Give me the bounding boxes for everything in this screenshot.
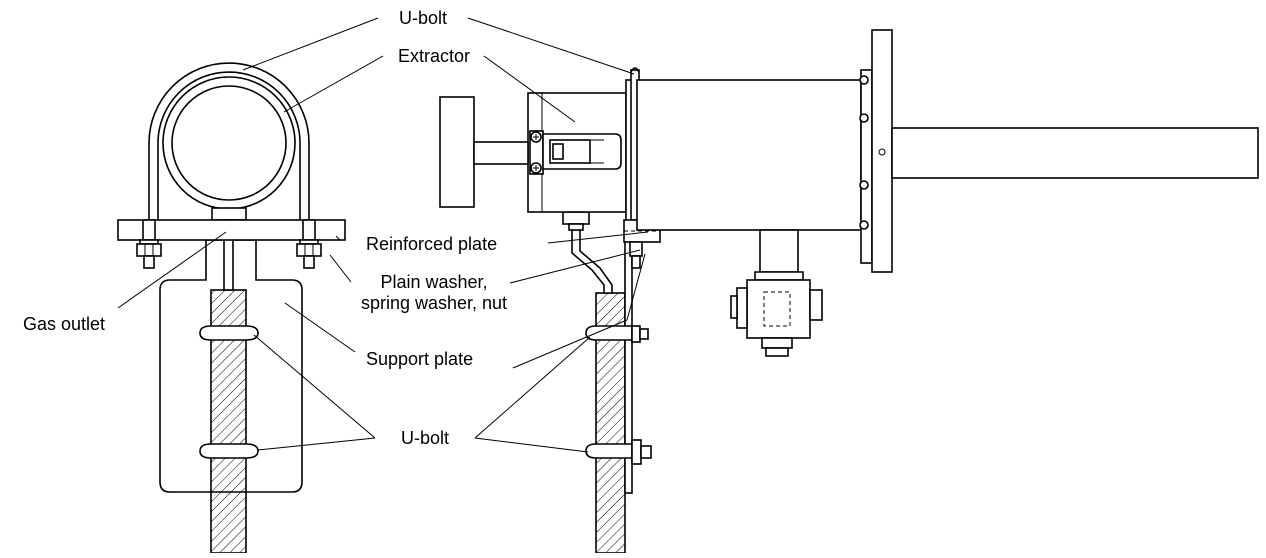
nut-side-top: [629, 241, 643, 257]
bolt-hole-right: [302, 219, 316, 241]
front-view: [117, 62, 346, 554]
valve-left-nut: [730, 295, 738, 319]
outlet-fitting-side: [568, 223, 584, 231]
nut-left: [136, 243, 162, 257]
bolt-end-side-upper: [639, 328, 649, 340]
extractor-u-bolt-inner: [157, 71, 301, 220]
flange-center-mark: [878, 148, 886, 156]
bolt-end-side-top: [631, 255, 641, 269]
extractor-base-front: [211, 207, 247, 221]
label-gas-outlet: Gas outlet: [23, 314, 105, 334]
latch-tab: [552, 143, 564, 160]
label-washer-line1: Plain washer,: [380, 272, 487, 292]
probe-main-tube: [636, 79, 862, 231]
pipe-u-bolt-side-upper: [585, 325, 633, 341]
valve-body: [746, 279, 811, 339]
pipe-u-bolt-lower: [199, 443, 259, 459]
bolt-end-side-lower: [640, 445, 652, 459]
side-view: [439, 29, 1259, 554]
label-washer-line2: spring washer, nut: [361, 293, 507, 313]
reinforced-plate-front: [117, 219, 346, 241]
probe-rod: [891, 127, 1259, 179]
extractor-base-side: [562, 211, 590, 225]
leader-lines: [117, 17, 649, 453]
nut-right: [296, 243, 322, 257]
label-support-plate: Support plate: [366, 349, 473, 369]
probe-flange-gasket: [871, 29, 893, 273]
bolt-hole-left: [142, 219, 156, 241]
label-reinforced-plate: Reinforced plate: [366, 234, 497, 254]
valve-bottom-port: [761, 337, 793, 349]
label-u-bolt-top: U-bolt: [399, 8, 447, 28]
extractor-body-outer: [162, 76, 296, 210]
valve-inner: [763, 291, 791, 327]
pipe-u-bolt-upper: [199, 325, 259, 341]
valve-bottom-nut: [765, 347, 789, 357]
bolt-tail-left: [143, 255, 155, 269]
nut-side-lower: [631, 439, 642, 465]
extractor-u-bolt-outer: [148, 62, 310, 220]
valve-left-port: [736, 287, 748, 329]
probe-flange: [860, 69, 873, 264]
labels: U-bolt Extractor Reinforced plate Plain …: [23, 8, 507, 448]
knob-shaft: [473, 141, 529, 165]
valve-stem: [759, 229, 799, 273]
nut-side-upper: [631, 325, 641, 343]
label-extractor: Extractor: [398, 46, 470, 66]
valve-right-port: [809, 289, 823, 321]
pipe-u-bolt-side-lower: [585, 443, 633, 459]
label-u-bolt-bottom: U-bolt: [401, 428, 449, 448]
knob-disk: [439, 96, 475, 208]
extractor-body-inner: [171, 85, 287, 201]
bolt-tail-right: [303, 255, 315, 269]
